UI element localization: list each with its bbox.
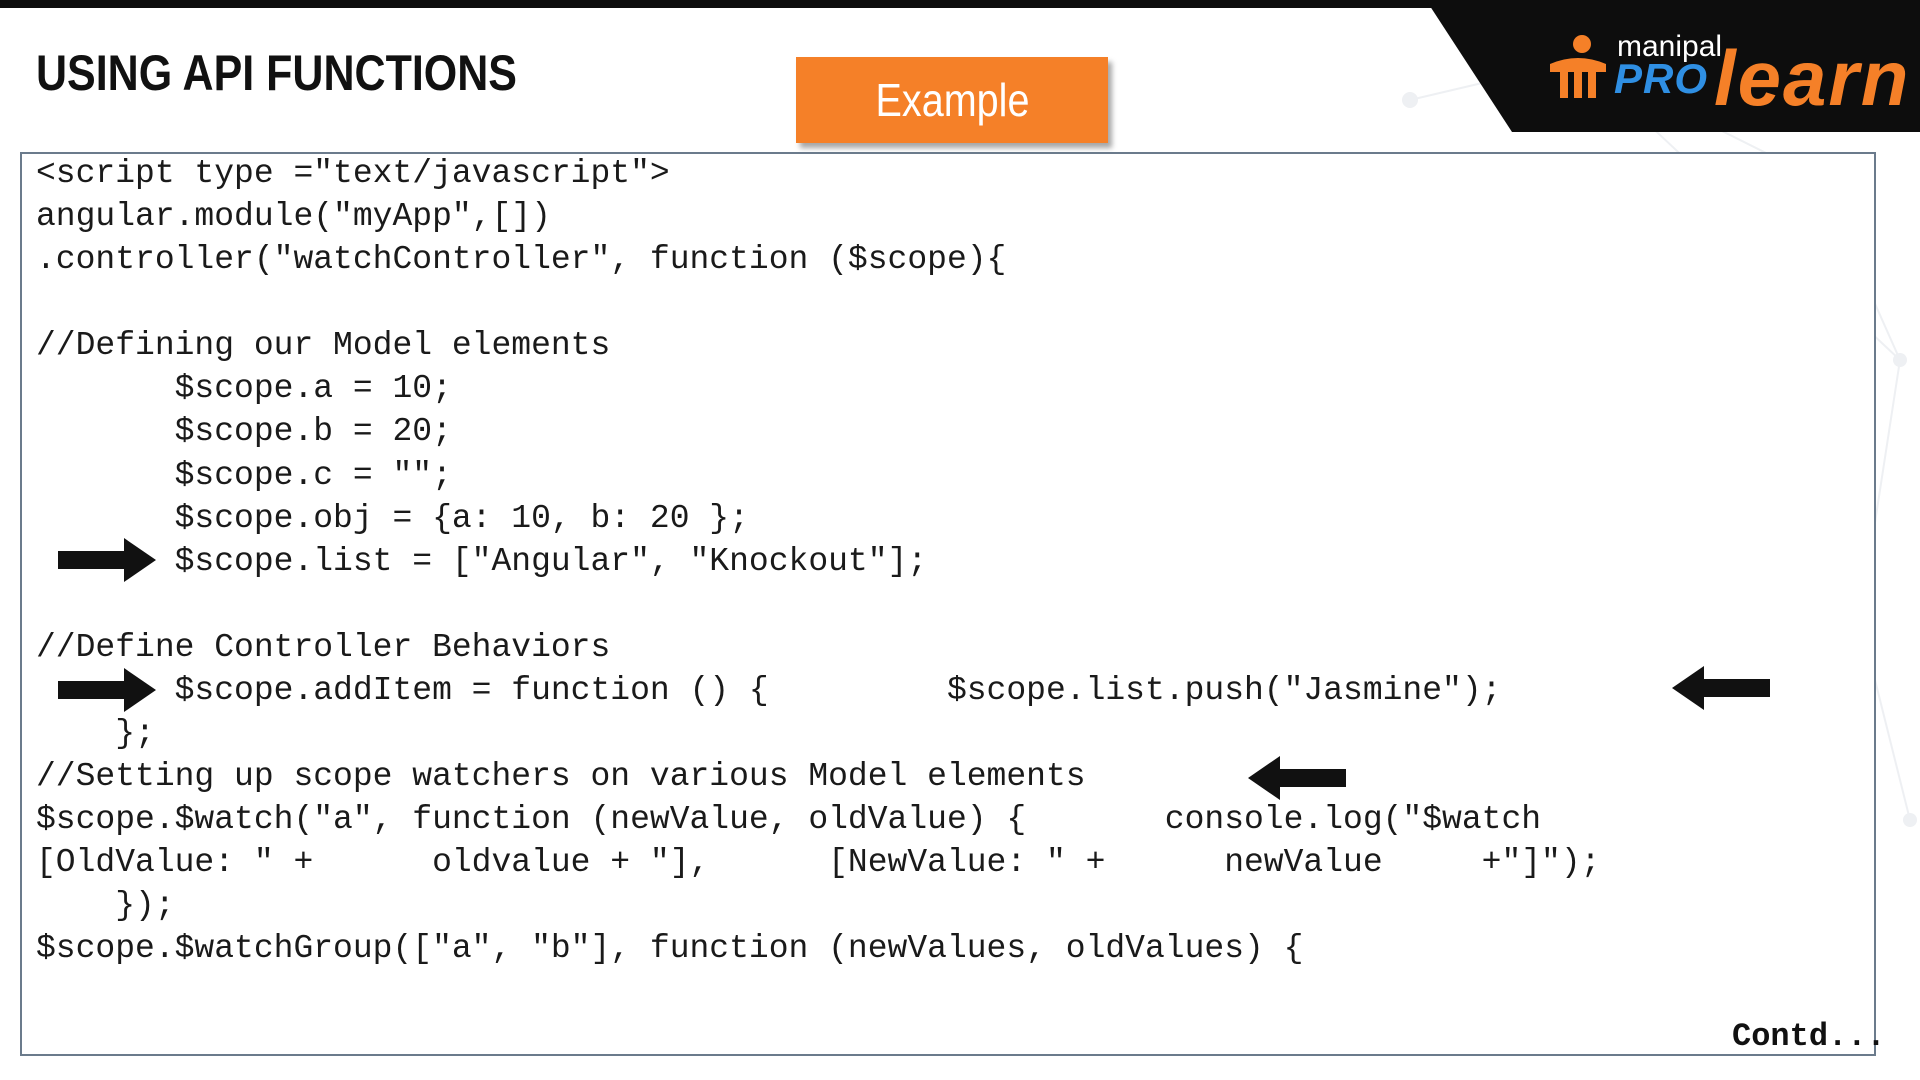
code-line: //Defining our Model elements bbox=[36, 327, 611, 364]
slide-title: USING API FUNCTIONS bbox=[36, 45, 517, 101]
code-line: $scope.b = 20; bbox=[36, 413, 452, 450]
example-badge: Example bbox=[796, 57, 1108, 143]
code-line: }; bbox=[36, 715, 155, 752]
top-band bbox=[0, 0, 1920, 8]
code-line: //Define Controller Behaviors bbox=[36, 629, 611, 666]
arrow-left-icon bbox=[1248, 756, 1346, 800]
arrow-right-icon bbox=[58, 668, 156, 712]
code-line: $scope.c = ""; bbox=[36, 457, 452, 494]
example-badge-label: Example bbox=[875, 74, 1029, 126]
code-line: [OldValue: " + oldvalue + "], [NewValue:… bbox=[36, 844, 1601, 881]
arrow-right-icon bbox=[58, 538, 156, 582]
manipal-logo-mark-icon bbox=[1550, 35, 1606, 98]
logo-background bbox=[1426, 0, 1920, 132]
code-line: $scope.obj = {a: 10, b: 20 }; bbox=[36, 500, 749, 537]
logo-manipal-text: manipal bbox=[1617, 30, 1723, 63]
code-line: angular.module("myApp",[]) bbox=[36, 198, 551, 235]
code-panel bbox=[20, 152, 1876, 1056]
code-line: <script type ="text/javascript"> bbox=[36, 155, 670, 192]
continued-note: Contd... bbox=[1732, 1018, 1886, 1055]
code-line: }); bbox=[36, 887, 175, 924]
code-line: $scope.addItem = function () { $scope.li… bbox=[36, 672, 1502, 709]
code-line: $scope.$watch("a", function (newValue, o… bbox=[36, 801, 1542, 838]
code-line: $scope.list = ["Angular", "Knockout"]; bbox=[36, 543, 928, 580]
arrow-left-icon bbox=[1672, 666, 1770, 710]
code-line: .controller("watchController", function … bbox=[36, 241, 1007, 278]
logo-pro-text: PRO bbox=[1614, 55, 1709, 102]
code-line: //Setting up scope watchers on various M… bbox=[36, 758, 1086, 795]
code-line: $scope.$watchGroup(["a", "b"], function … bbox=[36, 930, 1304, 967]
logo-learn-text: learn bbox=[1714, 34, 1911, 122]
code-line: $scope.a = 10; bbox=[36, 370, 452, 407]
